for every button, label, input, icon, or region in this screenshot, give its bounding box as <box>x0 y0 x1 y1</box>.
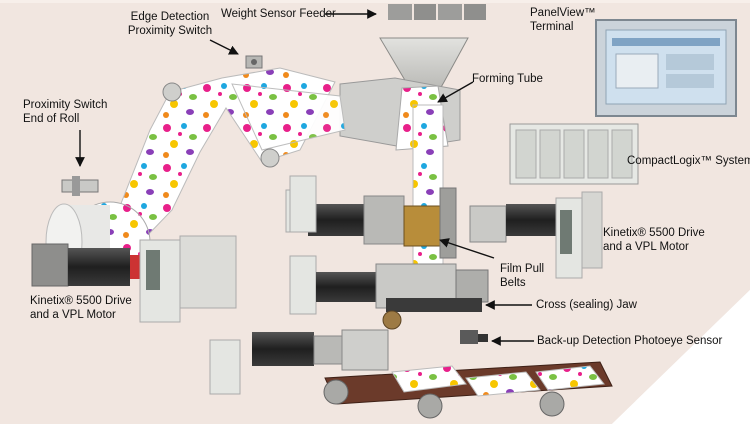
film-pull-line1: Film Pull <box>500 263 545 275</box>
conveyor-drive <box>209 329 389 395</box>
kinetix-left-line2: and a VPL Motor <box>30 309 116 321</box>
proximity-end-line1: Proximity Switch <box>23 99 108 111</box>
edge-detection-sensor <box>245 55 263 69</box>
film-pull-line2: Belts <box>500 277 526 289</box>
left-drive <box>139 235 237 323</box>
proximity-end-label: Proximity Switch End of Roll <box>23 98 107 126</box>
right-drive <box>555 191 603 279</box>
photoeye-sensor <box>460 330 488 344</box>
edge-detection-line1: Edge Detection <box>130 11 210 23</box>
kinetix-right-line2: and a VPL Motor <box>603 241 689 253</box>
panelview-line1: PanelView™ <box>530 7 596 19</box>
compactlogix-label: CompactLogix™ System <box>627 155 750 167</box>
edge-detection-line2: Proximity Switch <box>127 25 213 37</box>
kinetix-left-line1: Kinetix® 5500 Drive <box>30 295 132 307</box>
panelview-terminal <box>595 19 737 117</box>
film-pull-label: Film Pull Belts <box>500 262 544 290</box>
left-unwind-motor <box>31 243 140 287</box>
kinetix-right-label: Kinetix® 5500 Drive and a VPL Motor <box>603 226 705 254</box>
compactlogix-rack <box>509 123 639 185</box>
weight-sensor-feeder-label: Weight Sensor Feeder <box>221 8 336 20</box>
proximity-end-line2: End of Roll <box>23 113 80 125</box>
cross-jaw-assembly <box>289 255 489 330</box>
panelview-label: PanelView™ Terminal <box>530 6 596 34</box>
arrow-forming-tube <box>437 81 474 103</box>
conveyor <box>323 361 613 419</box>
arrow-edge-detection <box>209 39 239 55</box>
forming-tube-label: Forming Tube <box>472 73 543 85</box>
end-of-roll-sensor <box>61 176 99 196</box>
kinetix-left-label: Kinetix® 5500 Drive and a VPL Motor <box>30 294 132 322</box>
arrow-film-pull <box>439 238 495 259</box>
edge-detection-label: Edge Detection Proximity Switch <box>120 10 220 38</box>
kinetix-right-line1: Kinetix® 5500 Drive <box>603 227 705 239</box>
cross-jaw-label: Cross (sealing) Jaw <box>536 299 637 311</box>
annotation-arrows <box>75 9 534 346</box>
upper-drive <box>289 175 317 233</box>
panelview-line2: Terminal <box>530 21 574 33</box>
backup-photoeye-label: Back-up Detection Photoeye Sensor <box>537 335 723 347</box>
